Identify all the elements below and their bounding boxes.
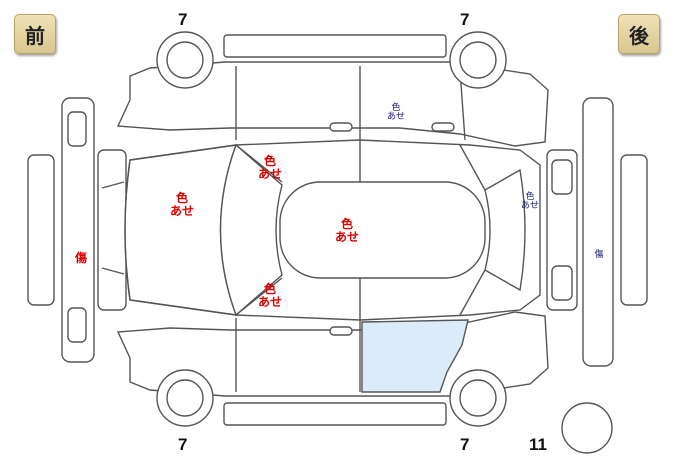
note-windshield-upper: 色あせ [257, 154, 282, 181]
roof-panel [279, 181, 486, 279]
note-trunk: 色あせ [520, 192, 539, 212]
wheel-front-bottom-hub [166, 379, 204, 417]
rear-light-top [551, 159, 573, 195]
door-handle-top-rear [431, 122, 455, 132]
wheel-front-top-hub [166, 41, 204, 79]
front-bumper [61, 97, 95, 363]
note-roof: 色あせ [334, 217, 359, 244]
rear-light-bottom [551, 265, 573, 301]
rear-door-lower-highlight [361, 319, 469, 393]
side-skirt-top [223, 34, 447, 58]
rear-bumper [582, 97, 614, 367]
note-front-bumper: 傷 [74, 251, 87, 265]
rear-window [484, 168, 526, 292]
front-headlight-top [67, 111, 87, 147]
front-headlight-bottom [67, 307, 87, 343]
rear-label: 後 [618, 14, 660, 54]
tire-value-front-bottom: 7 [178, 435, 188, 454]
rear-bumper-outer [620, 154, 648, 306]
tire-value-rear-top: 7 [460, 10, 470, 29]
note-rear-door-upper: 色あせ [386, 103, 405, 123]
front-grille [97, 149, 127, 311]
tire-value-rear-bottom: 7 [460, 435, 470, 454]
door-handle-bottom-front [329, 326, 353, 336]
side-skirt-bottom [223, 402, 447, 426]
wheel-rear-bottom-hub [459, 379, 497, 417]
note-windshield-lower: 色あせ [257, 282, 282, 309]
front-label: 前 [14, 14, 56, 54]
spare-tire [561, 402, 613, 454]
tire-value-front-top: 7 [178, 10, 188, 29]
note-rear-bumper: 傷 [594, 250, 604, 260]
door-handle-top-front [329, 122, 353, 132]
tire-value-spare: 11 [529, 435, 547, 454]
note-hood: 色あせ [169, 191, 194, 218]
wheel-rear-top-hub [459, 41, 497, 79]
front-bumper-outer [27, 154, 55, 306]
